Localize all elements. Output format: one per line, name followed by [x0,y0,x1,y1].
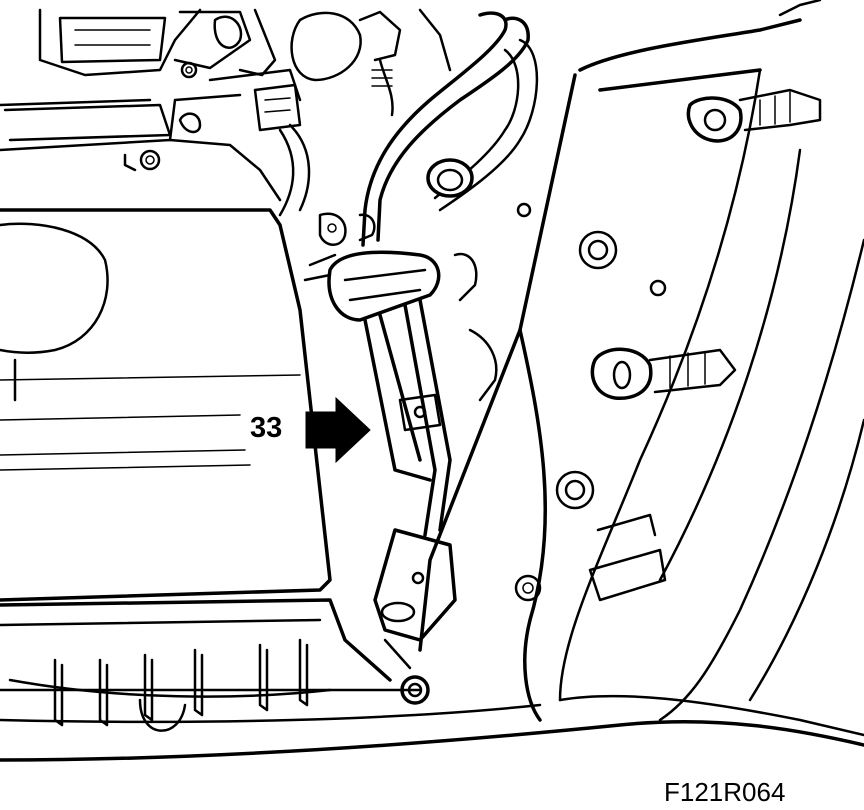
hose-pipe [303,11,539,537]
panel-bolts [514,202,667,602]
air-filter-housing [0,208,332,602]
callout-number: 33 [250,412,283,444]
front-grille [0,598,864,762]
right-side-panel [418,0,864,737]
figure-code: F121R064 [664,777,786,807]
upper-left-components [38,8,452,117]
callout-arrow [305,396,371,464]
upper-left-tray [0,68,311,217]
mounting-brackets [588,88,822,602]
lower-mount-bracket [373,528,457,705]
